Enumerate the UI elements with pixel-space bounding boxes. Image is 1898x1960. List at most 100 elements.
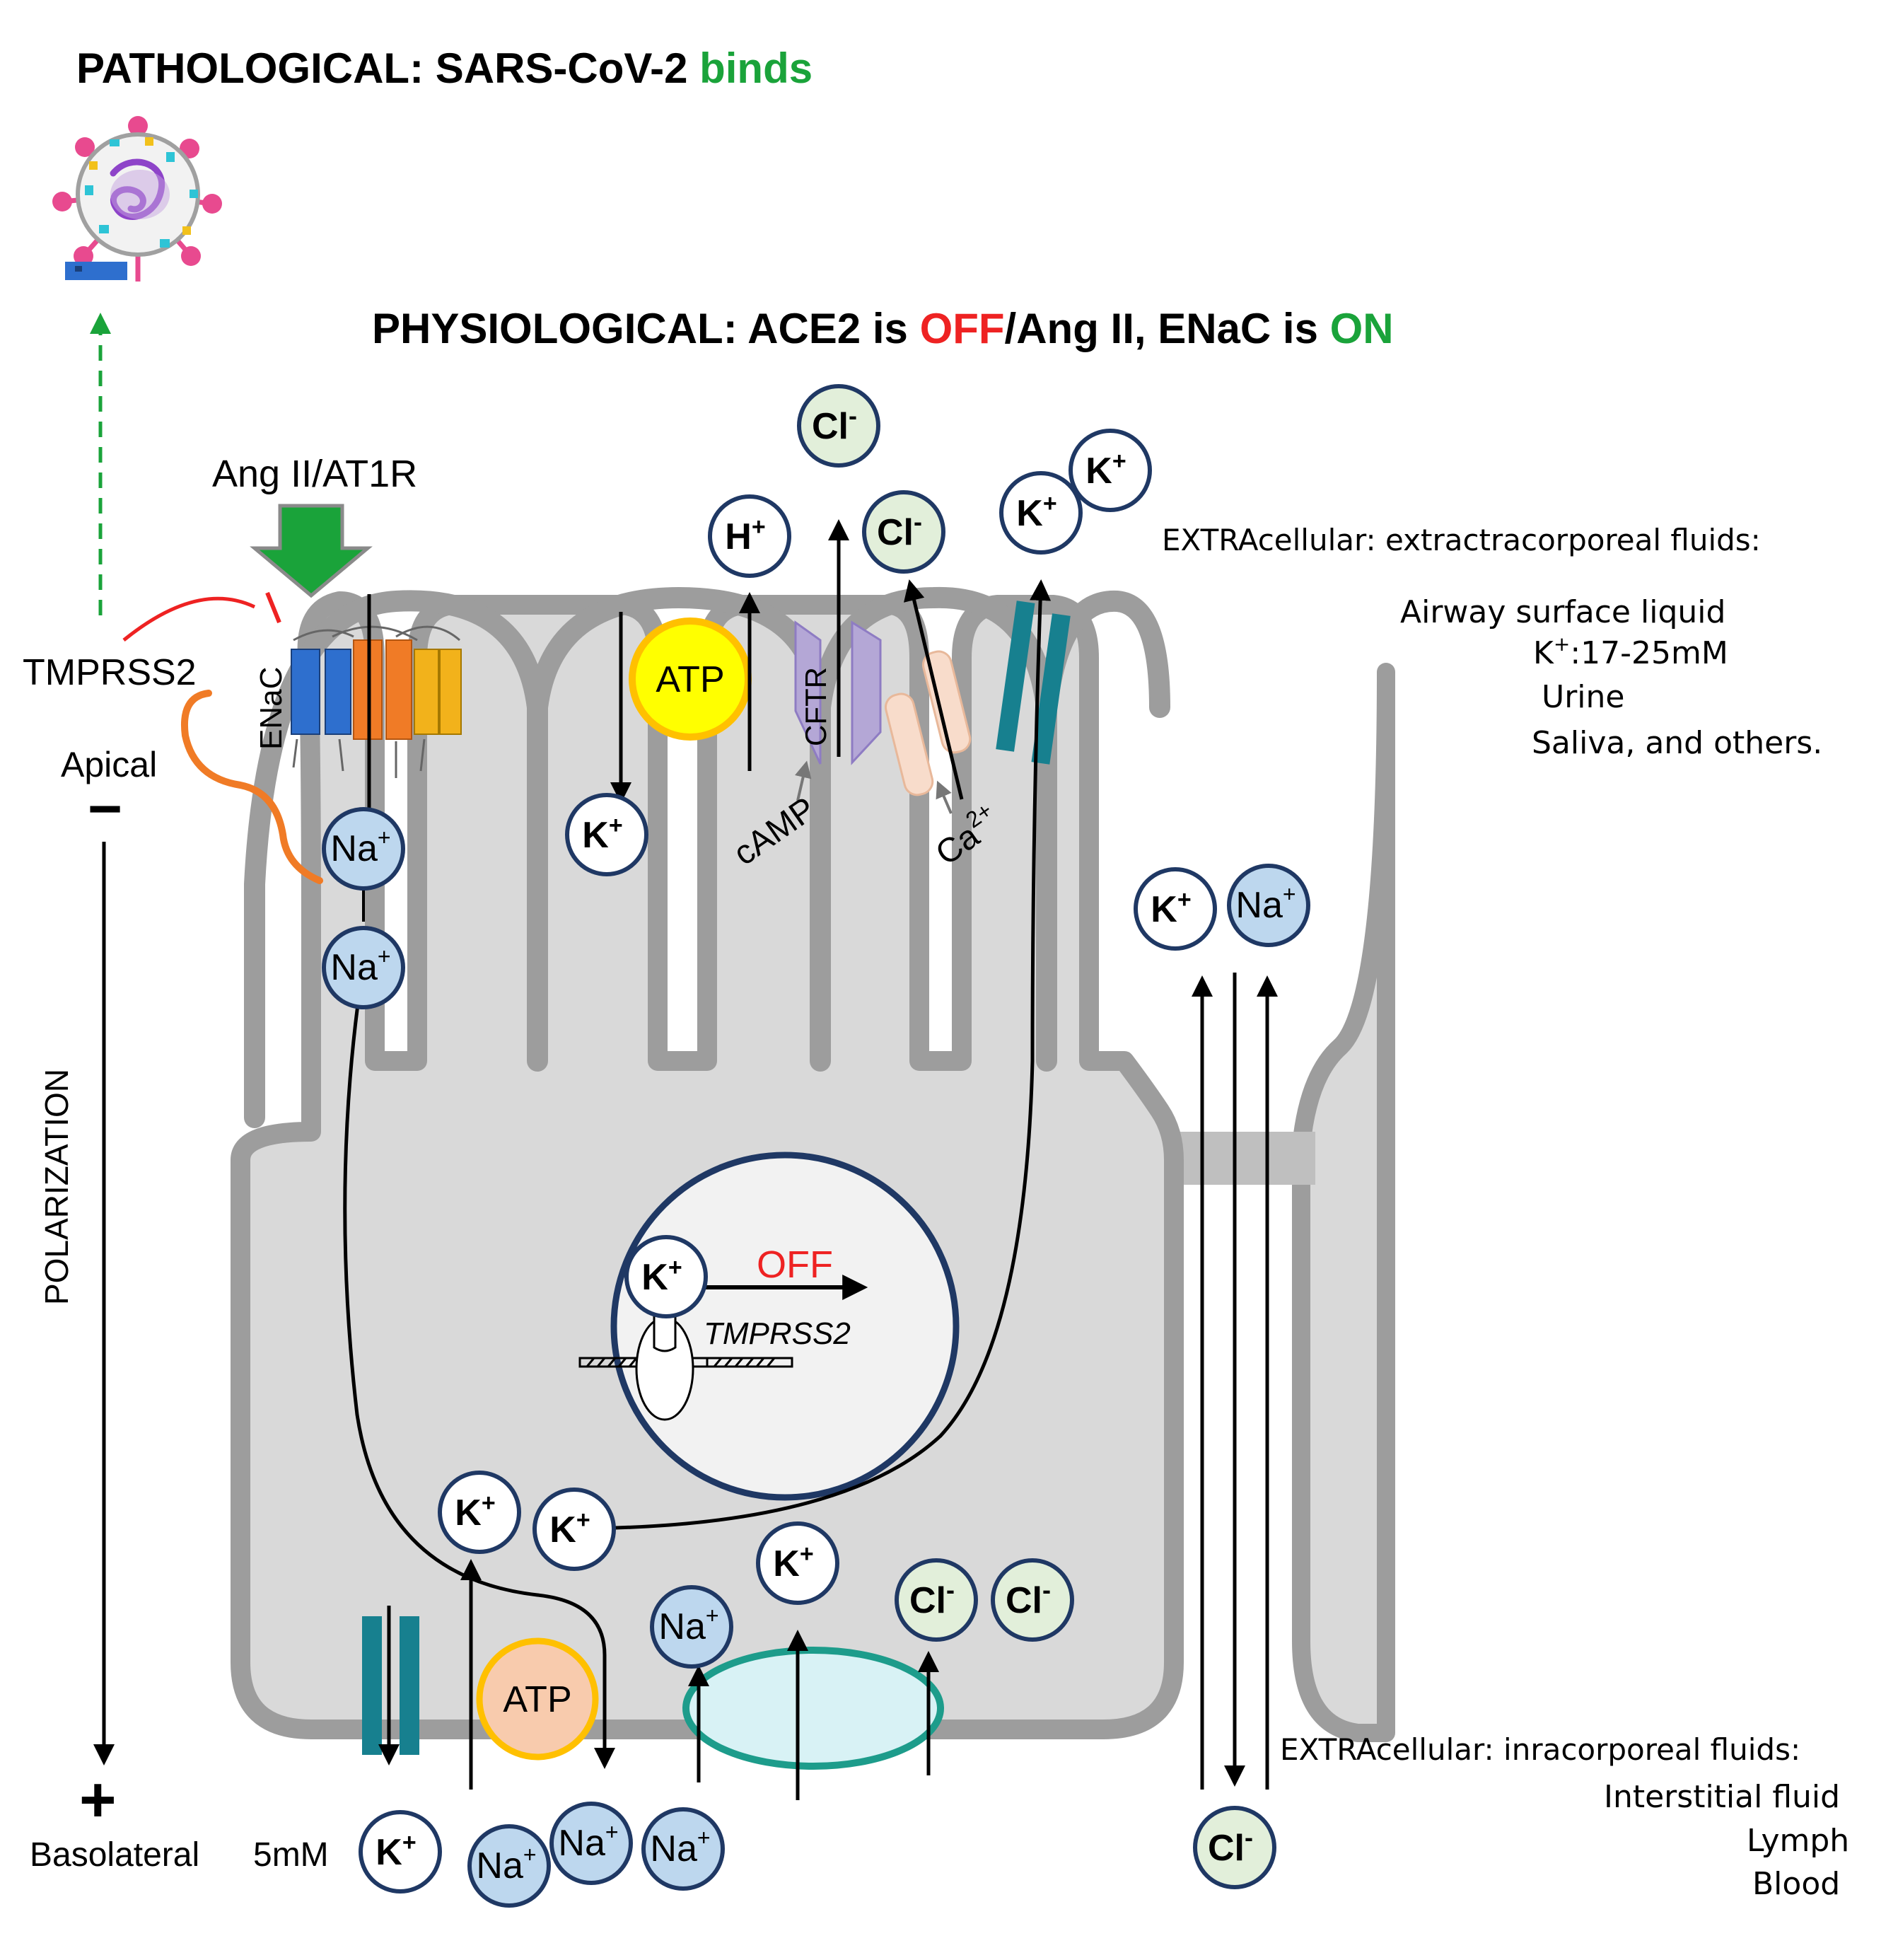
k-conc-value: :17-25mM xyxy=(1570,635,1728,671)
basolateral-k-concentration: 5mM xyxy=(253,1836,329,1874)
svg-text:K+: K+ xyxy=(773,1541,813,1584)
cftr-label: CFTR xyxy=(799,667,832,746)
ion-symbol: K xyxy=(455,1492,482,1533)
svg-text:Na+: Na+ xyxy=(330,825,390,869)
svg-text:K+: K+ xyxy=(582,812,622,856)
ion-charge: - xyxy=(1042,1575,1051,1604)
ion-charge: + xyxy=(378,944,391,969)
ion-charge: + xyxy=(697,1825,711,1850)
cl-ion: Cl- xyxy=(895,1558,978,1642)
physiological-title: PHYSIOLOGICAL: ACE2 is OFF/Ang II, ENaC … xyxy=(372,305,1394,352)
pathological-title-prefix: PATHOLOGICAL: SARS-CoV-2 xyxy=(76,45,699,92)
extracellular-basal-blood: Blood xyxy=(1752,1866,1840,1902)
k-ion: K+ xyxy=(1069,429,1152,512)
k-ion: K+ xyxy=(999,471,1083,555)
polarization-label: POLARIZATION xyxy=(38,1069,75,1305)
enac-label: ENaC xyxy=(254,667,289,750)
ion-symbol: K xyxy=(773,1543,800,1584)
camp-activation-arrow xyxy=(794,760,812,801)
polarization-minus-sign: − xyxy=(88,775,122,842)
k-ion: K+ xyxy=(756,1521,839,1605)
ion-symbol: K xyxy=(549,1509,576,1550)
ion-charge: - xyxy=(946,1575,955,1604)
ion-charge: + xyxy=(523,1842,537,1867)
ion-charge: + xyxy=(706,1603,719,1628)
dna-strand-icon xyxy=(578,1316,793,1421)
svg-text:K+: K+ xyxy=(549,1507,590,1550)
cl-ion: Cl- xyxy=(862,490,945,574)
ion-charge: + xyxy=(576,1507,590,1533)
ion-symbol: Cl xyxy=(877,512,914,553)
cl-ion: Cl- xyxy=(991,1558,1074,1642)
extracellular-apical-heading: EXTRAcellular: extractracorporeal fluids… xyxy=(1162,523,1761,557)
extracellular-apical-urine: Urine xyxy=(1542,679,1624,715)
calcium-activated-cl-channel xyxy=(884,650,972,796)
ion-charge: + xyxy=(800,1541,814,1567)
physiological-title-mid: /Ang II, ENaC is xyxy=(1005,305,1330,352)
svg-text:Cl-: Cl- xyxy=(909,1575,955,1621)
cl-ion: Cl- xyxy=(1193,1806,1276,1889)
ang-receptor-arrow xyxy=(250,504,373,598)
nucleus-off-label: OFF xyxy=(757,1243,833,1286)
k-recycling-path xyxy=(615,579,1052,1530)
ion-symbol: K xyxy=(1151,889,1177,930)
na-ion: Na+ xyxy=(549,1802,633,1885)
na-transcellular-path xyxy=(343,1004,615,1769)
extracellular-apical-fluid: Airway surface liquid xyxy=(1400,594,1725,630)
ion-symbol: Cl xyxy=(812,406,849,447)
ang-receptor-label: Ang II/AT1R xyxy=(212,453,417,495)
ion-charge: + xyxy=(378,825,391,850)
ion-symbol: Na xyxy=(476,1845,523,1886)
tmprss2-inhibition-curve xyxy=(122,596,256,642)
na-ion: Na+ xyxy=(1227,864,1310,947)
tmprss2-inhibition-bar xyxy=(265,591,281,624)
ion-charge: + xyxy=(402,1829,417,1856)
ion-symbol: K xyxy=(1085,451,1112,492)
ion-symbol: K xyxy=(641,1257,668,1298)
svg-text:Na+: Na+ xyxy=(658,1603,718,1647)
enac-channel: ENaC xyxy=(254,625,462,778)
k-ion: K+ xyxy=(1134,867,1217,951)
svg-text:K+: K+ xyxy=(375,1829,416,1873)
svg-text:K+: K+ xyxy=(1016,490,1056,534)
extracellular-apical-k-concentration: K+:17-25mM xyxy=(1533,632,1728,671)
nucleus xyxy=(610,1152,960,1501)
na-ion: Na+ xyxy=(467,1824,551,1908)
ion-charge: + xyxy=(1283,881,1296,907)
ion-symbol: H xyxy=(725,516,752,557)
physiological-title-on: ON xyxy=(1330,305,1394,352)
ion-charge: + xyxy=(1177,886,1192,913)
pathological-title: PATHOLOGICAL: SARS-CoV-2 binds xyxy=(76,45,813,92)
ion-charge: + xyxy=(1043,490,1057,517)
svg-text:Cl-: Cl- xyxy=(1006,1575,1051,1621)
ion-charge: - xyxy=(914,507,922,536)
apical-k-channel xyxy=(996,601,1071,765)
svg-text:Na+: Na+ xyxy=(476,1842,536,1886)
k-ion: K+ xyxy=(565,793,648,876)
ion-symbol: Na xyxy=(330,947,378,988)
ion-symbol: Na xyxy=(330,828,378,869)
basolateral-label: Basolateral xyxy=(30,1836,199,1874)
ion-symbol: Cl xyxy=(1208,1828,1245,1869)
ion-charge: + xyxy=(609,812,623,839)
extracellular-apical-saliva: Saliva, and others. xyxy=(1532,725,1822,761)
svg-text:Na+: Na+ xyxy=(1235,881,1296,926)
ion-symbol: Cl xyxy=(909,1580,946,1621)
svg-text:Cl-: Cl- xyxy=(1208,1823,1253,1869)
na-ion: Na+ xyxy=(322,807,405,891)
microvilli-outline xyxy=(244,586,1170,1128)
calcium-cl-out-arrow xyxy=(903,579,964,800)
na-ion: Na+ xyxy=(641,1807,725,1891)
svg-text:K+: K+ xyxy=(1151,886,1191,930)
ion-charge: + xyxy=(752,514,766,540)
main-epithelial-cell xyxy=(231,591,1184,1739)
tight-junction xyxy=(1177,1132,1315,1185)
polarization-plus-sign: + xyxy=(79,1765,117,1836)
sars-cov-2-virus-icon xyxy=(52,116,222,282)
extracellular-basal-heading: EXTRAcellular: inracorporeal fluids: xyxy=(1280,1732,1800,1767)
cftr-channel: CFTR xyxy=(794,620,882,765)
extracellular-basal-interstitial: Interstitial fluid xyxy=(1604,1779,1840,1815)
ion-symbol: K xyxy=(582,815,609,856)
svg-text:Na+: Na+ xyxy=(558,1819,618,1864)
